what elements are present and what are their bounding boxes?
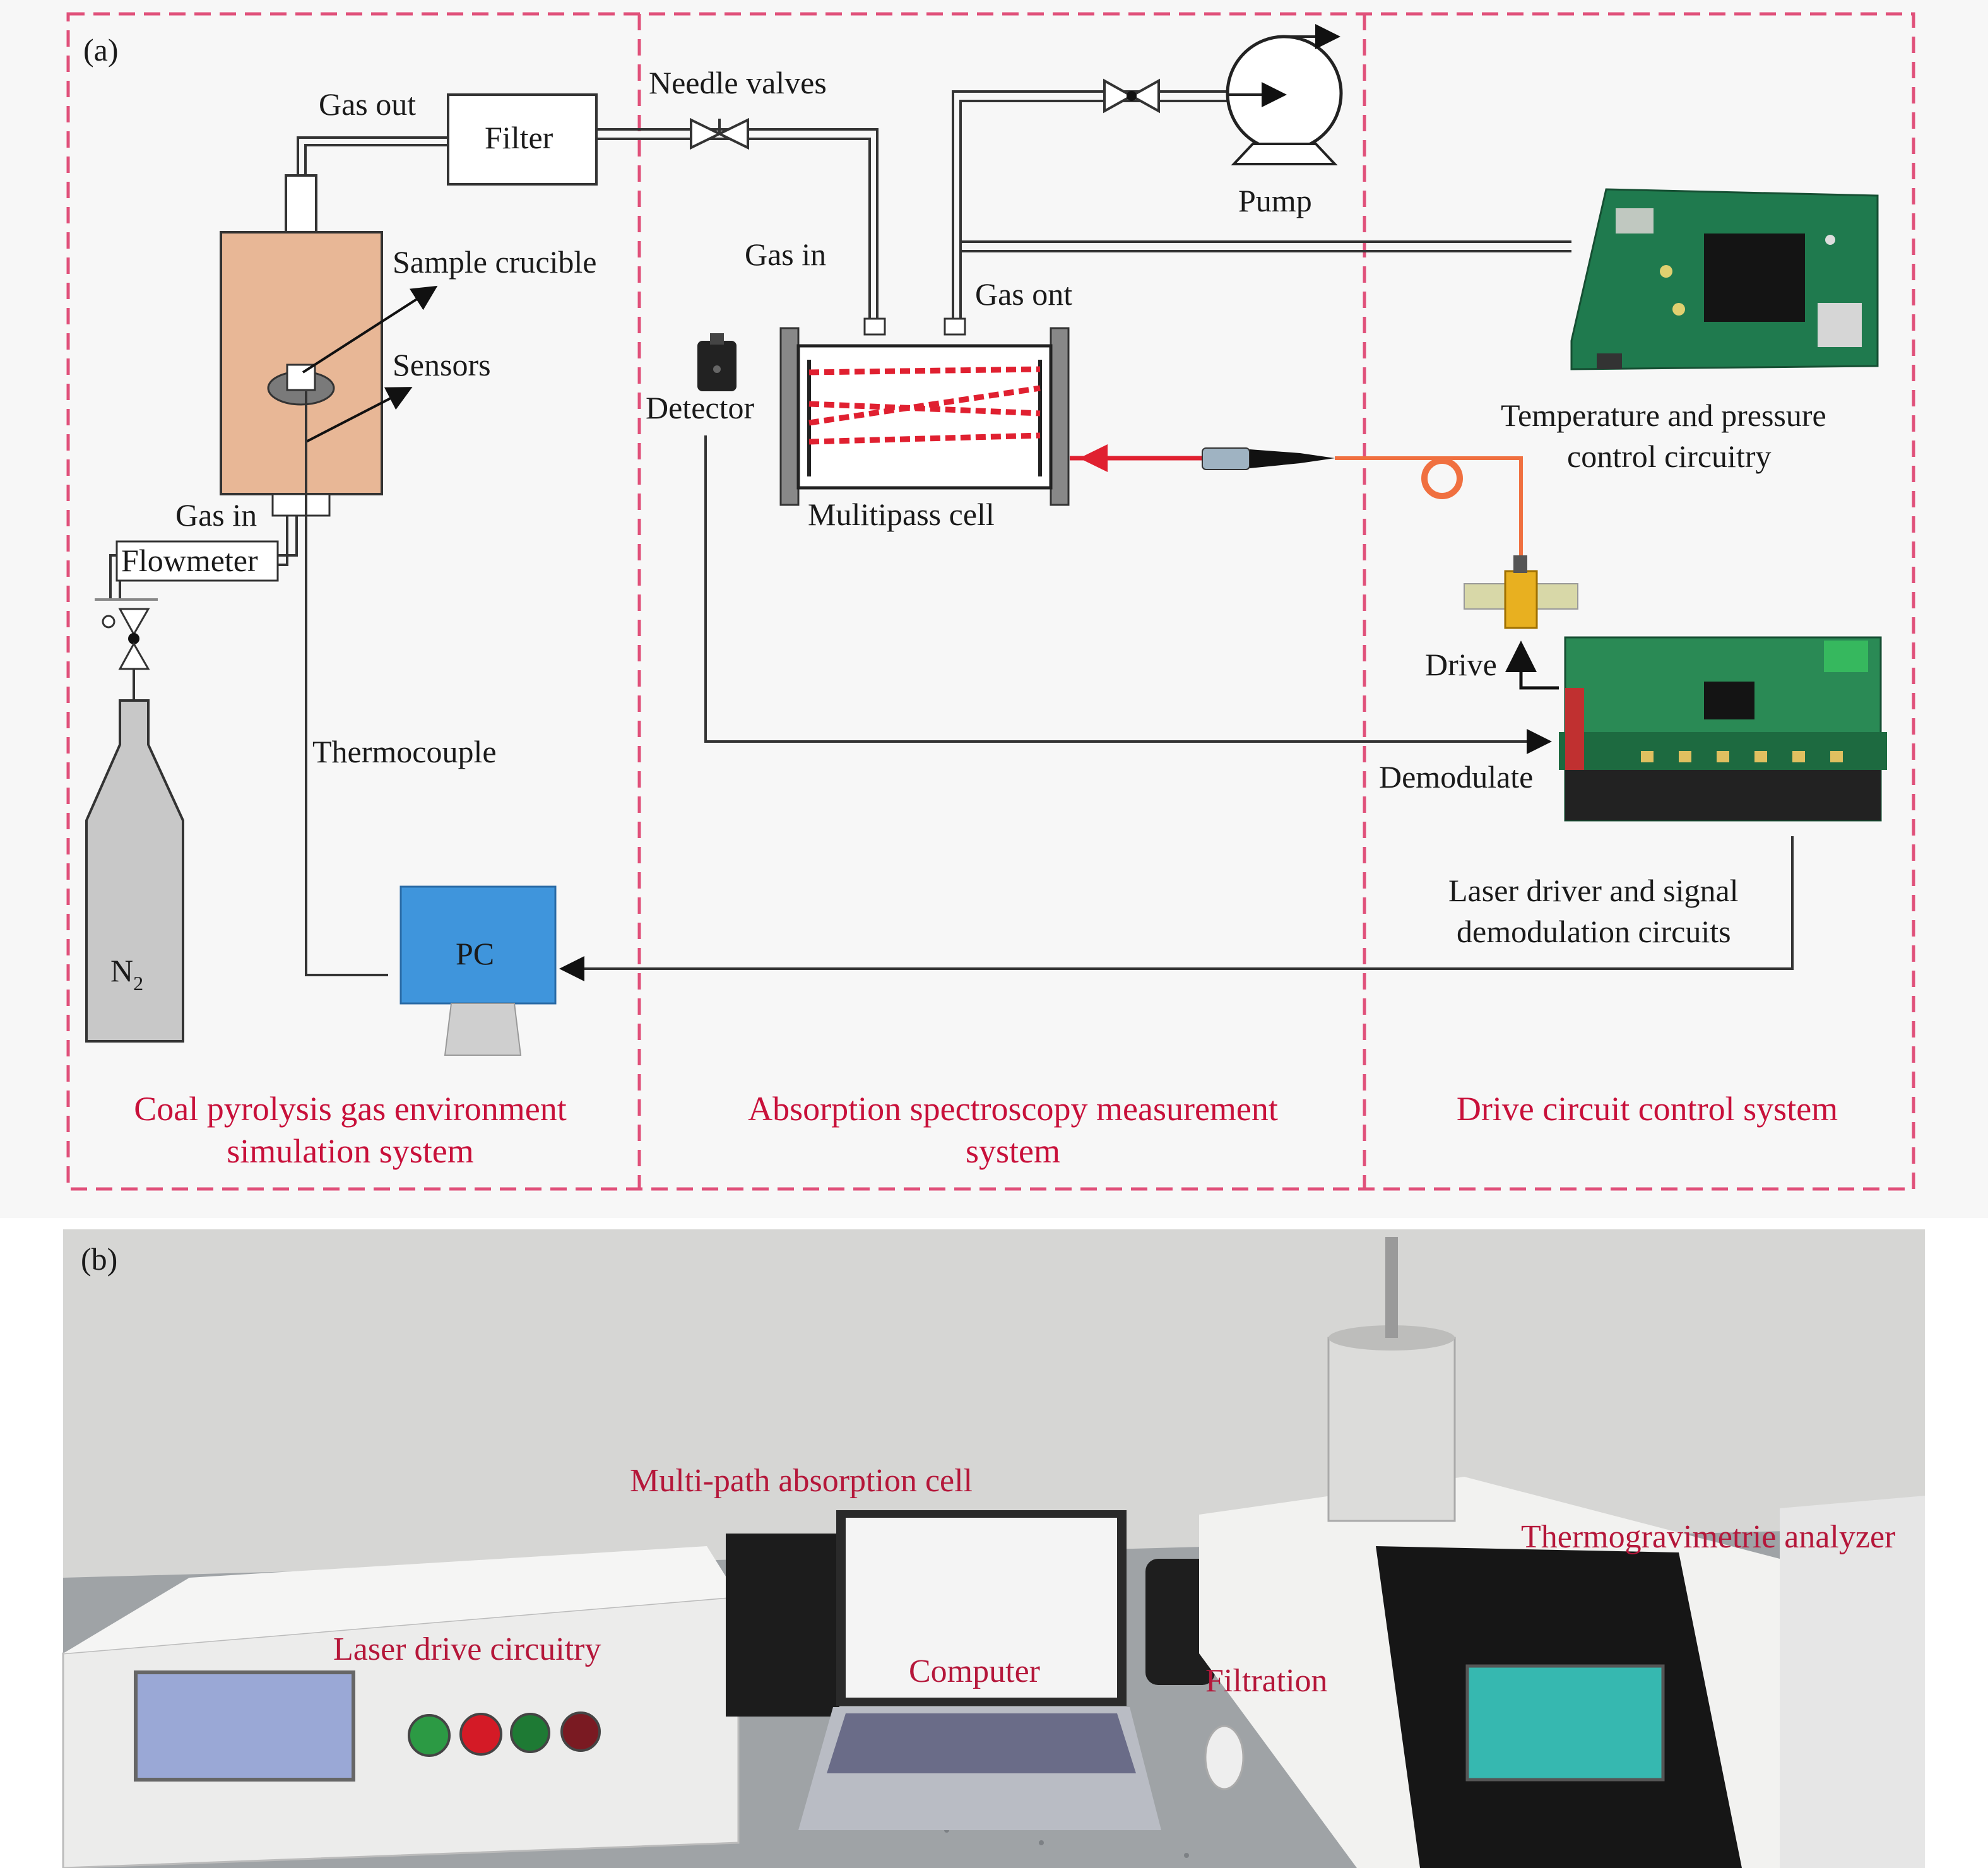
panel-b: (b) Multi-path absorption cell Thermogra… [0, 1218, 1988, 1868]
dashed-border [66, 12, 1915, 1191]
fiber [1335, 456, 1523, 555]
label-temp-pressure-2: control circuitry [1567, 439, 1772, 474]
tga-photo [1199, 1237, 1925, 1868]
demod-to-pc-line [559, 836, 1794, 981]
label-sensors: Sensors [393, 347, 491, 382]
absorption-cell-photo [726, 1534, 839, 1717]
panel-b-tag: (b) [81, 1241, 117, 1277]
pump-icon [1226, 24, 1343, 165]
regulator-icon [95, 598, 158, 700]
section-coal-line1: Coal pyrolysis gas environment [134, 1090, 566, 1128]
furnace-inlet [271, 493, 331, 517]
drive-arrow [1505, 641, 1559, 690]
label-thermogravimetric: Thermogravimetrie analyzer [1521, 1519, 1895, 1555]
pipe-to-pump [952, 90, 1228, 319]
multipass-cell [779, 317, 1070, 506]
filter-box [447, 93, 598, 186]
fiber-coil-icon [1421, 458, 1463, 499]
flowmeter-box [115, 540, 279, 582]
label-gas-in-mid: Gas in [745, 237, 826, 272]
label-laser-drive-circuitry: Laser drive circuitry [333, 1631, 601, 1667]
label-gas-ont: Gas ont [975, 276, 1072, 312]
pc-stand [444, 1003, 522, 1056]
laser-diode-icon [1464, 555, 1578, 629]
label-pump: Pump [1238, 183, 1312, 218]
section-coal-line2: simulation system [227, 1132, 474, 1170]
panel-a: (a) [66, 12, 1915, 1191]
label-temp-pressure-1: Temperature and pressure [1501, 398, 1826, 433]
label-thermocouple: Thermocouple [312, 734, 497, 769]
label-laser-driver-2: demodulation circuits [1457, 914, 1731, 949]
furnace-outlet [285, 174, 317, 234]
filtration-photo [1145, 1559, 1245, 1790]
needle-valve-icon [690, 117, 749, 150]
fiber-collimator [1202, 447, 1335, 470]
section-drive-circuit: Drive circuit control system [1457, 1090, 1838, 1128]
laptop-photo [798, 1510, 1161, 1830]
label-multipass-cell: Mulitipass cell [808, 497, 995, 532]
laser-arrow-icon [1079, 444, 1108, 472]
label-sample-crucible: Sample crucible [393, 244, 597, 280]
tp-control-board [1570, 188, 1879, 370]
pump-valve-icon [1103, 78, 1160, 114]
label-laser-driver-1: Laser driver and signal [1448, 873, 1739, 908]
section-absorption-line2: system [966, 1132, 1060, 1170]
label-flowmeter: Flowmeter [121, 543, 258, 578]
label-needle-valves: Needle valves [649, 65, 827, 100]
label-drive: Drive [1425, 647, 1497, 682]
detector-icon [697, 333, 737, 391]
driver-board [1559, 636, 1887, 822]
label-multi-path-cell: Multi-path absorption cell [630, 1463, 973, 1499]
label-gas-out: Gas out [319, 86, 416, 122]
label-filter: Filter [485, 120, 553, 155]
section-absorption-line1: Absorption spectroscopy measurement [748, 1090, 1278, 1128]
label-gas-in-left: Gas in [175, 497, 257, 533]
label-n2: N2 [110, 953, 143, 995]
laser-drive-unit [62, 1546, 740, 1868]
gas-out-pipe [297, 136, 448, 175]
pc-monitor [399, 885, 557, 1005]
panel-a-tag: (a) [83, 32, 119, 68]
thermocouple-wire [305, 391, 388, 976]
label-computer: Computer [909, 1653, 1040, 1689]
label-demodulate: Demodulate [1379, 759, 1533, 795]
label-filtration: Filtration [1205, 1663, 1328, 1699]
furnace [220, 231, 383, 495]
detector-signal-line [704, 435, 1552, 754]
label-pc: PC [456, 936, 494, 971]
label-detector: Detector [646, 390, 754, 425]
n2-cylinder [85, 699, 184, 1043]
